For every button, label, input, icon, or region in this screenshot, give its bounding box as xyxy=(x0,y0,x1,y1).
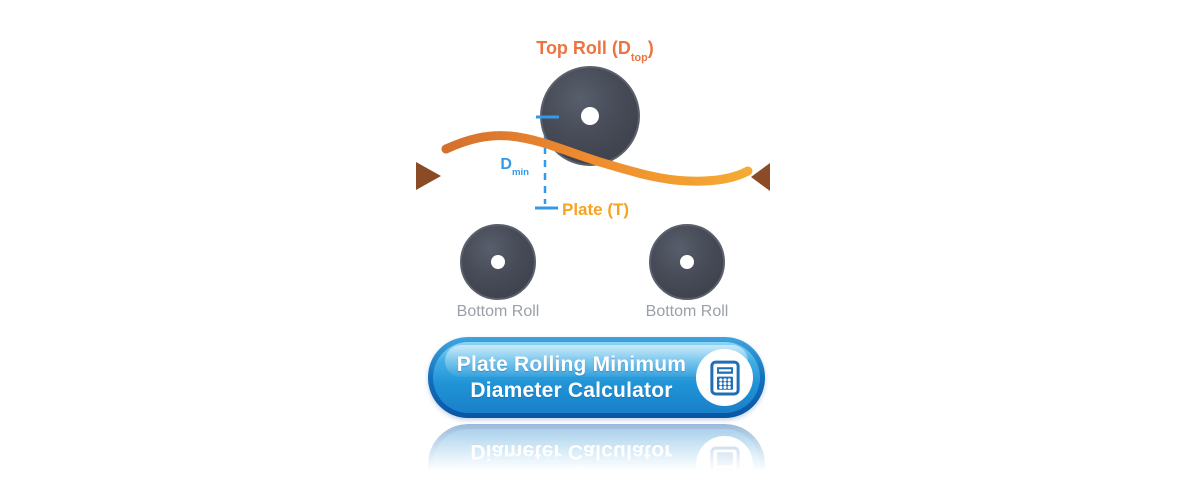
button-label-line1: Plate Rolling Minimum xyxy=(456,352,687,376)
dmin-label-subscript: min xyxy=(511,166,529,178)
calculator-button-reflection: Plate Rolling Minimum Diameter Calculato… xyxy=(428,424,765,500)
calculator-button-face: Plate Rolling Minimum Diameter Calculato… xyxy=(433,342,760,413)
calculator-icon-glyph xyxy=(709,360,740,395)
left-arrow-icon xyxy=(416,162,441,190)
calculator-button[interactable]: Plate Rolling Minimum Diameter Calculato… xyxy=(428,337,765,418)
top-roll-label-text: Top Roll (D xyxy=(536,38,631,58)
top-roll-label: Top Roll (Dtop) xyxy=(505,38,685,64)
right-arrow-icon xyxy=(751,163,770,191)
bottom-roll-left-hole xyxy=(491,255,505,269)
calculator-button-label: Plate Rolling Minimum Diameter Calculato… xyxy=(433,352,696,404)
reflection-calculator-icon-glyph xyxy=(709,447,740,482)
reflection-face: Plate Rolling Minimum Diameter Calculato… xyxy=(433,429,760,500)
bottom-roll-right-hole xyxy=(680,255,694,269)
button-label-line2: Diameter Calculator xyxy=(470,378,673,402)
bottom-roll-right-label: Bottom Roll xyxy=(645,303,729,320)
reflection-label-line1: Plate Rolling Minimum xyxy=(456,466,687,490)
dmin-label-text: D xyxy=(500,156,512,173)
reflection-label-line2: Diameter Calculator xyxy=(470,440,673,464)
plate-label: Plate (T) xyxy=(562,200,630,219)
top-roll-label-suffix: ) xyxy=(647,38,654,58)
reflection-calculator-icon xyxy=(696,436,753,493)
reflection-gloss xyxy=(445,465,748,497)
reflection-label: Plate Rolling Minimum Diameter Calculato… xyxy=(433,439,696,491)
dmin-label: Dmin xyxy=(455,156,529,178)
top-roll-hole xyxy=(581,107,599,125)
plate-curve xyxy=(441,131,753,186)
top-roll-label-subscript: top xyxy=(630,51,648,64)
calculator-icon xyxy=(696,349,753,406)
bottom-roll-left-label: Bottom Roll xyxy=(456,303,540,320)
diagram-canvas xyxy=(416,66,770,300)
